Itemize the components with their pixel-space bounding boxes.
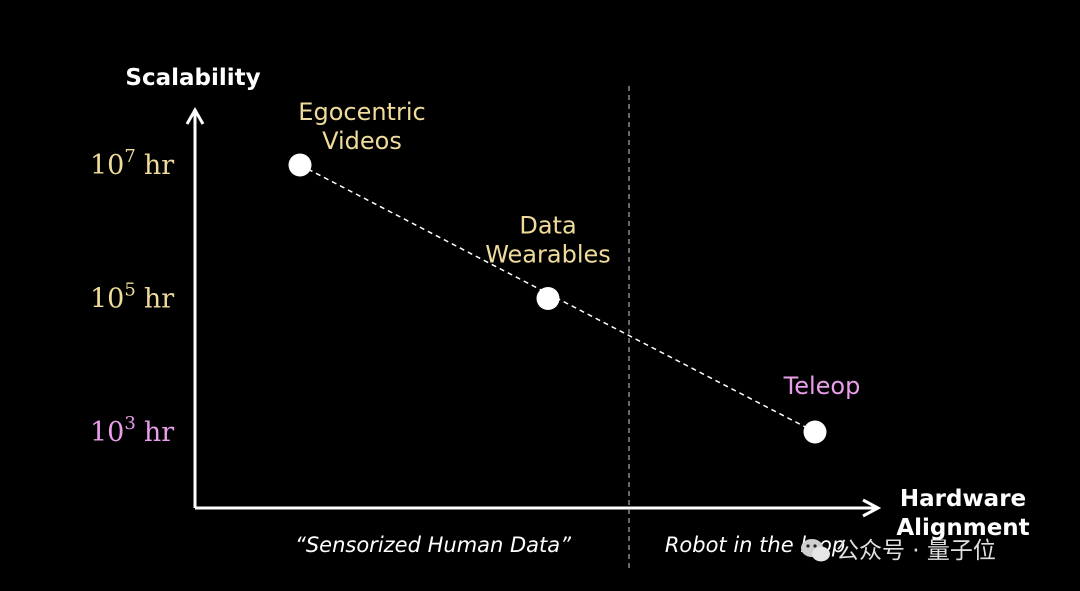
- y-axis-arrow: [185, 106, 205, 125]
- point-label: Teleop: [783, 372, 861, 400]
- y-tick-base: 10: [90, 150, 124, 181]
- y-tick-exponent: 3: [124, 413, 135, 434]
- y-tick-label: 107 hr: [90, 146, 174, 181]
- x-axis-arrow: [862, 498, 882, 518]
- y-tick-label: 103 hr: [90, 413, 174, 448]
- point-label: Data: [519, 212, 576, 240]
- y-tick-unit: hr: [144, 150, 174, 181]
- y-tick-exponent: 5: [124, 280, 135, 301]
- y-tick-exponent: 7: [124, 146, 135, 167]
- point-label: Wearables: [485, 241, 611, 269]
- watermark: 公众号 · 量子位: [801, 538, 996, 564]
- y-tick-label: 105 hr: [90, 280, 174, 315]
- x-axis-label-line-1: Hardware: [900, 486, 1026, 512]
- x-axis-label-line-2: Alignment: [896, 515, 1029, 541]
- data-points: [288, 153, 827, 444]
- region-label-sensorized: “Sensorized Human Data”: [295, 533, 572, 557]
- y-tick-unit: hr: [144, 284, 174, 315]
- y-axis-label: Scalability: [125, 65, 260, 91]
- y-tick-base: 10: [90, 284, 124, 315]
- y-tick-base: 10: [90, 417, 124, 448]
- data-point: [536, 287, 560, 310]
- point-label: Videos: [322, 127, 402, 155]
- point-label: Egocentric: [298, 98, 425, 126]
- y-tick-unit: hr: [144, 417, 174, 448]
- data-point: [803, 420, 827, 444]
- wechat-icon: [801, 539, 830, 562]
- data-point: [288, 153, 312, 177]
- watermark-text: 公众号 · 量子位: [836, 538, 996, 564]
